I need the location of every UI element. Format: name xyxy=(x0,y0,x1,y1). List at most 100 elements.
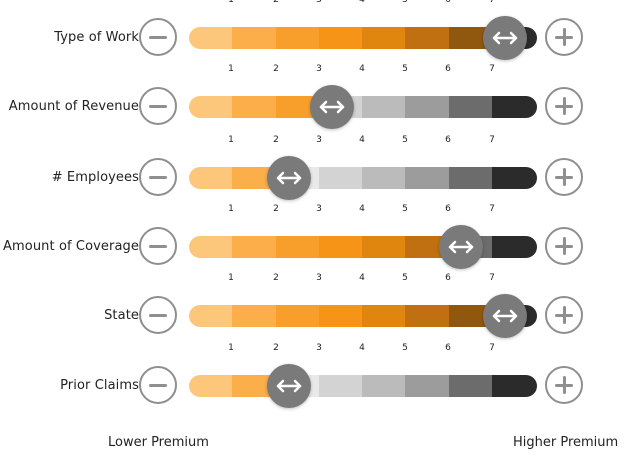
slider-thumb[interactable] xyxy=(483,294,527,338)
scale-tick-label: 2 xyxy=(273,0,279,5)
slider-segment xyxy=(189,375,232,397)
scale-tick-label: 2 xyxy=(273,135,279,145)
scale-tick-label: 5 xyxy=(402,64,408,74)
increase-button[interactable] xyxy=(545,366,583,404)
scale-tick-label: 1 xyxy=(228,343,234,353)
increase-button[interactable] xyxy=(545,87,583,125)
slider-segment xyxy=(232,167,276,189)
slider-segment xyxy=(362,167,405,189)
slider-segment xyxy=(232,305,276,327)
slider-thumb[interactable] xyxy=(439,225,483,269)
scale-tick-label: 6 xyxy=(445,204,451,214)
slider-segment xyxy=(276,236,319,258)
decrease-button[interactable] xyxy=(139,158,177,196)
factor-label: Prior Claims xyxy=(60,378,139,393)
slider-track[interactable] xyxy=(189,236,537,258)
scale-tick-label: 4 xyxy=(359,204,365,214)
scale-tick-label: 1 xyxy=(228,135,234,145)
slider-segment xyxy=(189,27,232,49)
decrease-button[interactable] xyxy=(139,87,177,125)
factor-label: Amount of Revenue xyxy=(8,99,139,114)
slider-segment xyxy=(492,96,537,118)
lower-premium-label: Lower Premium xyxy=(108,435,209,450)
scale-tick-label: 3 xyxy=(316,273,322,283)
scale-tick-label: 7 xyxy=(489,343,495,353)
scale-tick-label: 4 xyxy=(359,64,365,74)
slider-segment xyxy=(276,27,319,49)
scale-tick-label: 4 xyxy=(359,135,365,145)
slider-track[interactable] xyxy=(189,167,537,189)
slider-segment xyxy=(362,375,405,397)
scale-tick-label: 3 xyxy=(316,343,322,353)
decrease-button[interactable] xyxy=(139,366,177,404)
scale-tick-label: 1 xyxy=(228,0,234,5)
slider-segment xyxy=(405,305,449,327)
scale-tick-label: 4 xyxy=(359,273,365,283)
slider-segment xyxy=(319,167,362,189)
increase-button[interactable] xyxy=(545,296,583,334)
slider-segment xyxy=(362,96,405,118)
slider-segment xyxy=(232,96,276,118)
scale-tick-label: 2 xyxy=(273,273,279,283)
scale-tick-label: 4 xyxy=(359,0,365,5)
factor-label: Type of Work xyxy=(54,30,139,45)
slider-thumb[interactable] xyxy=(310,85,354,129)
slider-segment xyxy=(319,305,362,327)
scale-tick-label: 2 xyxy=(273,64,279,74)
slider-segment xyxy=(276,96,319,118)
increase-button[interactable] xyxy=(545,227,583,265)
slider-segment xyxy=(189,236,232,258)
slider-segment xyxy=(449,96,492,118)
slider-segment xyxy=(405,375,449,397)
scale-tick-label: 7 xyxy=(489,273,495,283)
slider-segment xyxy=(449,167,492,189)
slider-thumb[interactable] xyxy=(267,364,311,408)
slider-segment xyxy=(405,167,449,189)
slider-track[interactable] xyxy=(189,96,537,118)
scale-tick-label: 2 xyxy=(273,343,279,353)
slider-segment xyxy=(405,236,449,258)
slider-segment xyxy=(362,236,405,258)
slider-segment xyxy=(492,375,537,397)
scale-tick-label: 6 xyxy=(445,135,451,145)
scale-tick-label: 5 xyxy=(402,273,408,283)
scale-tick-label: 3 xyxy=(316,0,322,5)
scale-tick-label: 5 xyxy=(402,343,408,353)
slider-segment xyxy=(319,27,362,49)
slider-segment xyxy=(189,167,232,189)
decrease-button[interactable] xyxy=(139,296,177,334)
decrease-button[interactable] xyxy=(139,227,177,265)
slider-segment xyxy=(232,375,276,397)
scale-tick-label: 5 xyxy=(402,135,408,145)
increase-button[interactable] xyxy=(545,158,583,196)
scale-tick-label: 5 xyxy=(402,0,408,5)
slider-segment xyxy=(449,375,492,397)
slider-thumb[interactable] xyxy=(267,156,311,200)
scale-tick-label: 6 xyxy=(445,273,451,283)
slider-segment xyxy=(319,375,362,397)
scale-tick-label: 7 xyxy=(489,204,495,214)
slider-segment xyxy=(405,96,449,118)
scale-tick-label: 6 xyxy=(445,343,451,353)
increase-button[interactable] xyxy=(545,18,583,56)
slider-thumb[interactable] xyxy=(483,16,527,60)
decrease-button[interactable] xyxy=(139,18,177,56)
slider-track[interactable] xyxy=(189,375,537,397)
scale-tick-label: 5 xyxy=(402,204,408,214)
slider-segment xyxy=(362,27,405,49)
scale-tick-label: 1 xyxy=(228,64,234,74)
slider-segment xyxy=(405,27,449,49)
slider-segment xyxy=(189,305,232,327)
slider-segment xyxy=(492,236,537,258)
scale-tick-label: 1 xyxy=(228,204,234,214)
scale-tick-label: 6 xyxy=(445,0,451,5)
